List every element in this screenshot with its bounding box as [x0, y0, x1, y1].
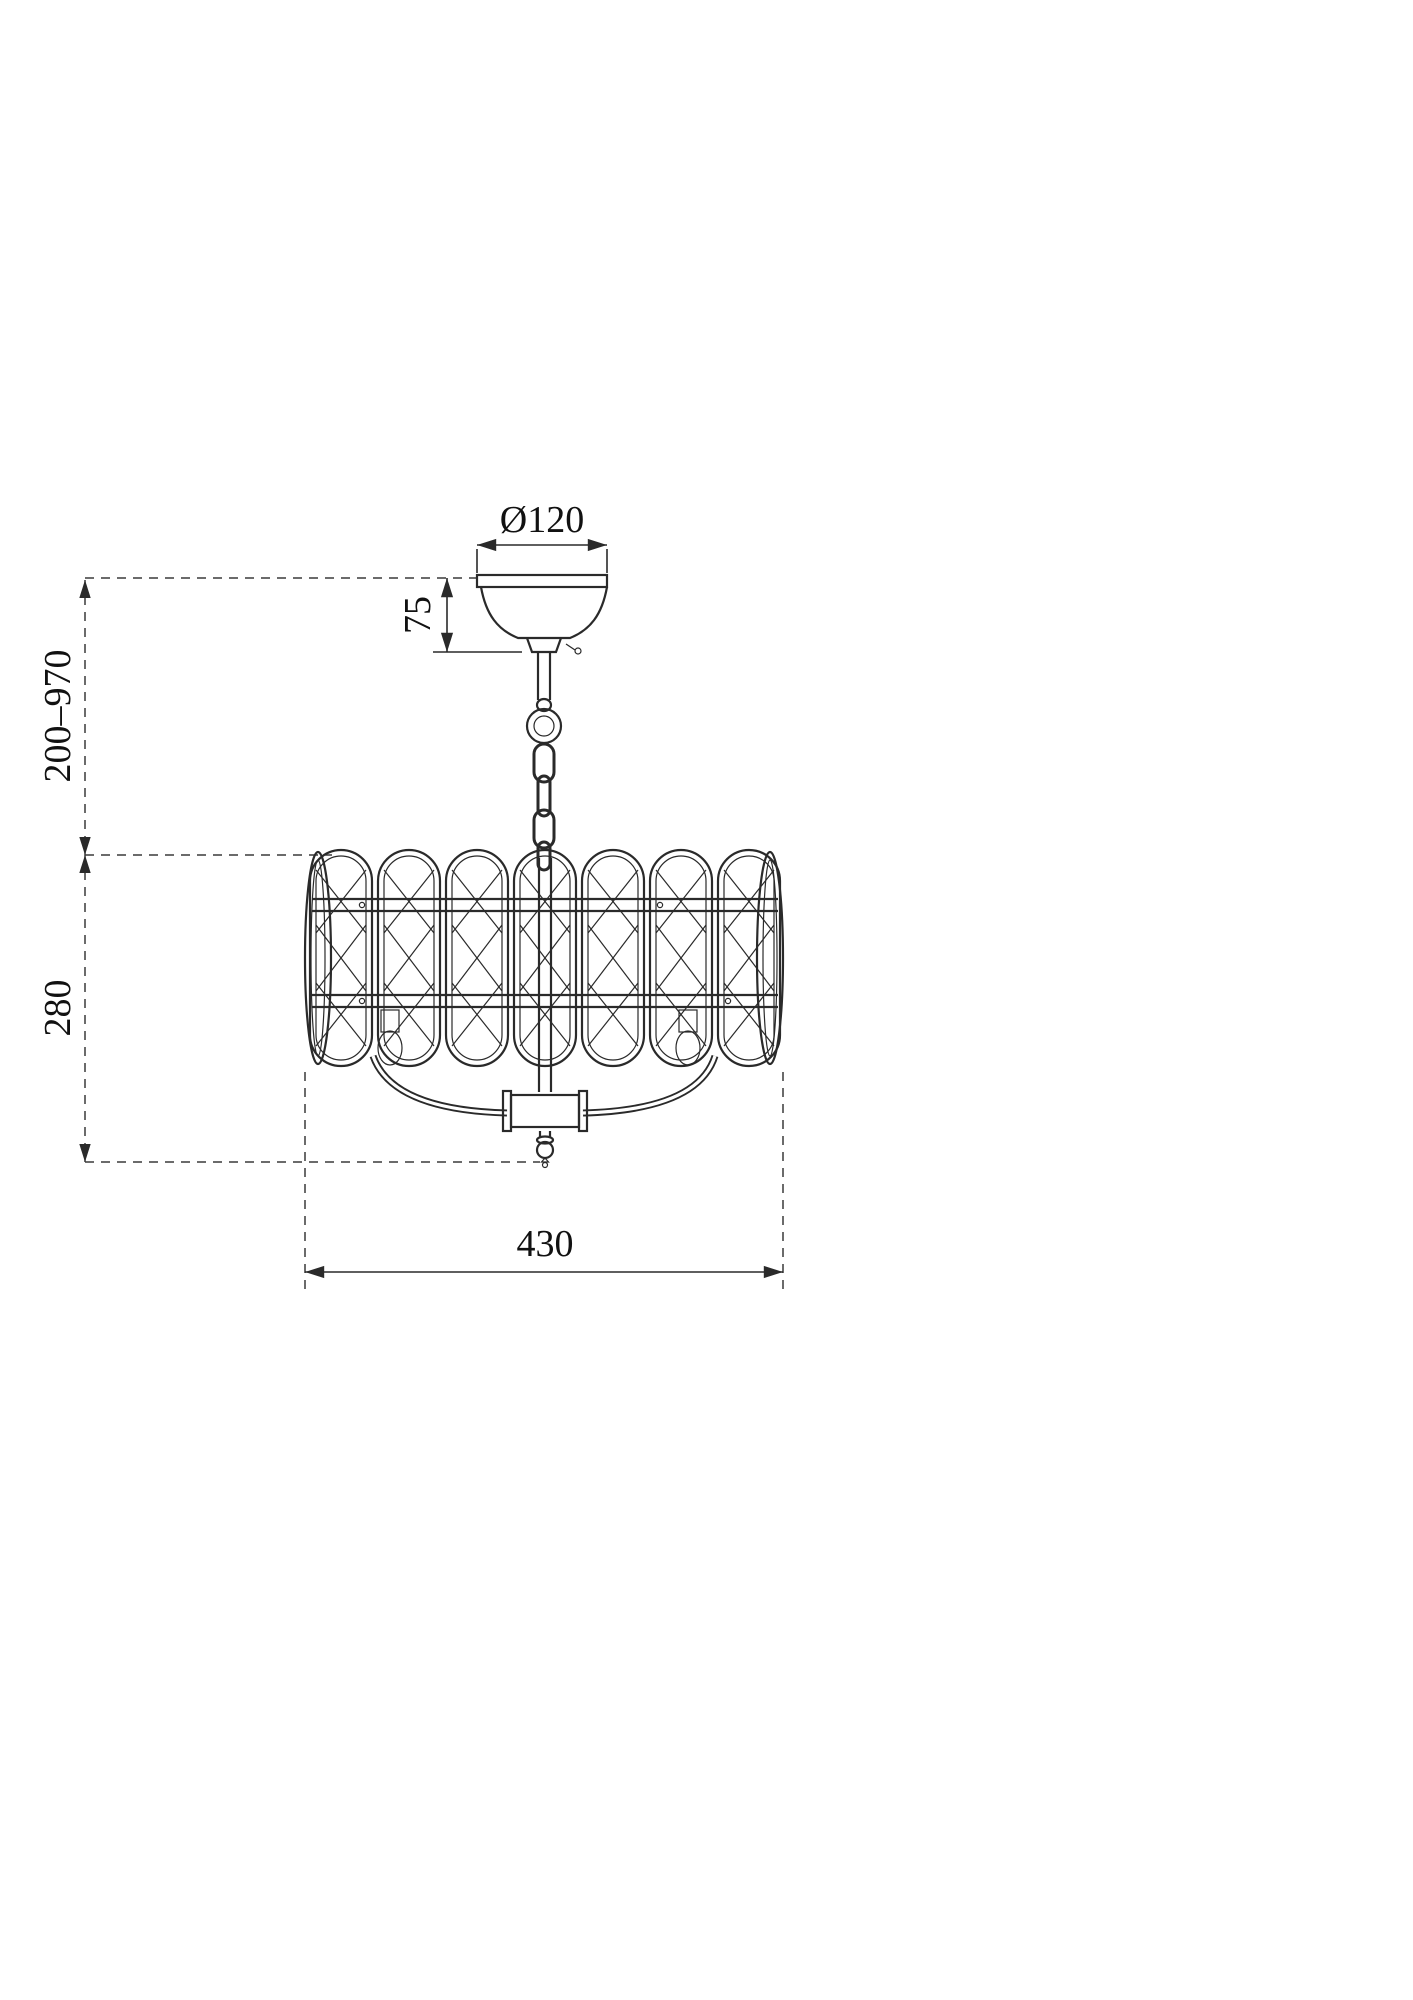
stem-ball	[535, 697, 553, 713]
chain-link	[532, 808, 556, 850]
crystal-capsule	[444, 848, 510, 1068]
canopy-plate	[475, 573, 609, 589]
rail-screw-icon	[724, 997, 732, 1005]
bulb-right	[675, 1009, 701, 1066]
crystal-capsule	[308, 848, 374, 1068]
hanging-ring-outer	[525, 707, 563, 745]
canopy-screw-icon	[574, 647, 582, 655]
crystal-panels	[308, 848, 782, 1068]
finial-collar	[535, 1135, 555, 1145]
dimension-lines	[79, 538, 784, 1292]
bulb-left	[377, 1009, 403, 1066]
lower-frame	[369, 1054, 719, 1133]
chain-link	[532, 742, 556, 784]
body-rails	[312, 897, 778, 1009]
label-canopy-height: 75	[397, 596, 439, 634]
finial-knob	[541, 1161, 549, 1169]
canopy-screw-stem	[565, 643, 576, 651]
canopy-bell	[479, 586, 609, 640]
center-block	[509, 1093, 581, 1129]
rail-screw-icon	[656, 901, 664, 909]
hanging-ring-inner	[533, 715, 555, 737]
label-body-diameter: 430	[517, 1223, 574, 1265]
crystal-capsule	[376, 848, 442, 1068]
label-body-height: 280	[37, 980, 79, 1037]
chain-link	[536, 774, 552, 818]
rail-screw-icon	[358, 901, 366, 909]
crystal-capsule	[580, 848, 646, 1068]
ceiling-canopy	[475, 573, 609, 655]
crystal-capsule	[716, 848, 782, 1068]
canopy-neck	[525, 637, 563, 654]
label-suspension-range: 200–970	[37, 650, 79, 783]
label-canopy-diameter: Ø120	[500, 499, 584, 541]
crystal-capsule	[512, 848, 578, 1068]
rail-screw-icon	[358, 997, 366, 1005]
rim-disc-right	[755, 850, 785, 1066]
suspension-chain	[525, 652, 563, 872]
finial	[535, 1131, 555, 1169]
chandelier-body	[303, 848, 785, 1169]
